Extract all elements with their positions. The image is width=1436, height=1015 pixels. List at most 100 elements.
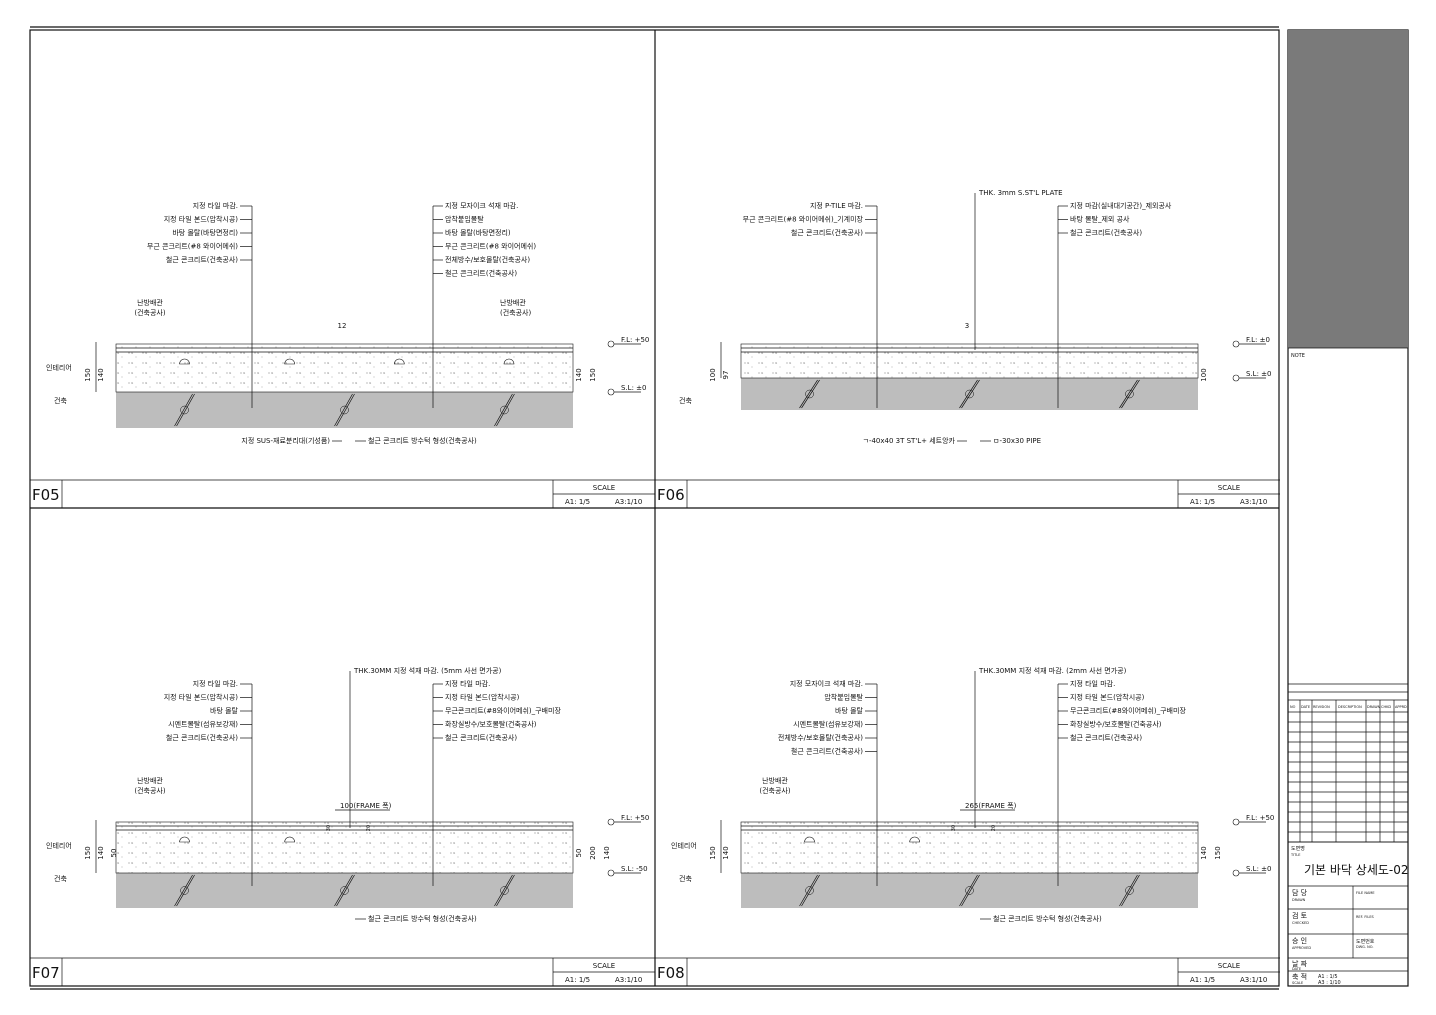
heating-pipe-mark [909,836,920,843]
heating-pipe-mark [179,358,190,365]
dimension-right: 100 [1200,368,1208,381]
level-fl-label: F.L: ±0 [1246,336,1270,344]
dimension-left: 100 [709,368,717,381]
leader-label-right: 화장실방수/보호몰탈(건축공사) [1070,720,1162,729]
file-name-label: FILE NAME [1356,891,1375,895]
leader-label-right: 철근 콘크리트(건축공사) [1070,228,1142,237]
rev-header-no: NO [1290,705,1296,709]
revision-table: NO DATE REVISION DESCRIPTION DRAWN CHKD … [1288,683,1408,843]
dimension-left: 140 [722,846,730,859]
finish-layers [740,821,1199,874]
detail-id-label: F07 [32,964,60,982]
leader-label-right: 지정 타일 마감. [1070,679,1115,688]
level-sl-label: S.L: ±0 [1246,370,1271,378]
leader-label-left: 지정 타일 본드(압착시공) [164,215,239,224]
leader-label-left: 지정 타일 본드(압착시공) [164,693,239,702]
heating-pipe-mark [284,358,295,365]
leader-label-left: 철근 콘크리트(건축공사) [791,747,863,756]
dimension-top: 3 [965,322,969,330]
leader-label-left: 전체방수/보호몰탈(건축공사) [778,733,863,742]
leader-label-right: 무근콘크리트(#8와이어메쉬)_구배미장 [445,706,561,715]
dimension-right: 140 [603,846,611,859]
dimension-left: 97 [722,371,730,380]
finish-layers [115,343,574,393]
leader-label-left: 무근 콘크리트(#8 와이어메쉬) [147,242,238,251]
level-marker-fl [1232,818,1240,826]
leader-label-left: 지정 타일 마감. [193,679,238,688]
scale-a3: A3:1/10 [615,498,642,506]
finish-layers [115,821,574,874]
rev-header-description: DESCRIPTION [1338,705,1362,709]
pipe-label-left: 난방배관 [137,298,163,307]
level-fl-label: F.L: +50 [621,814,649,822]
drawn-label-en: DRAWN [1292,898,1306,902]
rebar-mark [799,379,820,409]
pipe-label-left: (건축공사) [134,786,165,795]
leader-label-bottom-left: ㄱ-40x40 3T ST'L+ 세트앙카 [863,436,956,445]
heating-pipe-mark [804,836,815,843]
scale-a3: A3:1/10 [615,976,642,984]
leader-label-left: 지정 타일 마감. [193,201,238,210]
leader-label-left: 바탕 몰탈 [835,706,864,715]
leader-label-top: THK.30MM 지정 석재 마감. (5mm 사선 면가공) [353,666,502,675]
level-sl-label: S.L: -50 [621,865,648,873]
scale-label-en: SCALE [1292,981,1303,985]
rebar-mark [799,874,820,907]
dimension-small: 30 [951,825,957,831]
date-label-kr: 날 짜 [1292,959,1308,968]
rebar-mark [494,393,515,427]
structural-concrete-slab [741,378,1198,410]
scale-label: SCALE [1218,962,1240,970]
level-marker-fl [607,818,615,826]
leader-label-bottom-left: 지정 SUS-재료분리대(기성품) [241,436,330,445]
level-marker-sl [607,388,615,396]
rev-header-revision: REVISION [1313,705,1330,709]
checked-label-kr: 검 토 [1292,912,1308,920]
scale-a1: A1 : 1/5 [1318,974,1338,980]
rev-header-drawn: DRAWN [1367,705,1381,709]
finish-layers [740,343,1199,379]
side-label-interior: 인테리어 [46,841,72,850]
leader-label-right: 철근 콘크리트(건축공사) [445,733,517,742]
scale-label: SCALE [593,962,615,970]
detail-id-label: F06 [657,486,685,504]
leader-label-right: 철근 콘크리트(건축공사) [1070,733,1142,742]
rev-header-apprd: APPRD [1395,705,1407,709]
pipe-label-right: (건축공사) [500,308,531,317]
leader-label-bottom-right: 철근 콘크리트 방수턱 형성(건축공사) [993,914,1102,923]
rev-header-date: DATE [1301,705,1310,709]
leader-label-right: 지정 마감(실내대기공간)_제외공사 [1070,201,1172,210]
level-marker-fl [1232,340,1240,348]
level-marker-sl [607,869,615,877]
pipe-label-left: 난방배관 [762,776,788,785]
leader-label-left: 철근 콘크리트(건축공사) [791,228,863,237]
level-sl-label: S.L: ±0 [1246,865,1271,873]
rebar-mark [959,874,980,907]
pipe-label-left: (건축공사) [759,786,790,795]
title-block: NOTE NO DATE REV [1287,29,1409,987]
structural-concrete-slab [116,392,573,428]
checked-label-en: CHECKED [1292,921,1309,925]
side-label-building: 건축 [679,396,692,405]
note-label: NOTE [1291,353,1305,359]
leader-label-left: 지정 모자이크 석재 마감. [790,679,863,688]
sheet-border [29,26,1280,990]
dimension-right: 200 [589,846,597,859]
title-block-dark-panel [1288,30,1408,348]
side-label-interior: 인테리어 [671,841,697,850]
dimension-right: 140 [1200,846,1208,859]
heating-pipe-mark [179,836,190,843]
scale-a1: A1: 1/5 [1190,976,1215,984]
rebar-mark [1119,379,1140,409]
rev-header-chkd: CHKD [1381,705,1391,709]
dimension-left: 150 [84,846,92,859]
dimension-right: 150 [589,368,597,381]
leader-label-left: 철근 콘크리트(건축공사) [166,733,238,742]
scale-a3: A3:1/10 [1240,498,1267,506]
leader-label-right: 전체방수/보호몰탈(건축공사) [445,255,530,264]
scale-label: SCALE [1218,484,1240,492]
